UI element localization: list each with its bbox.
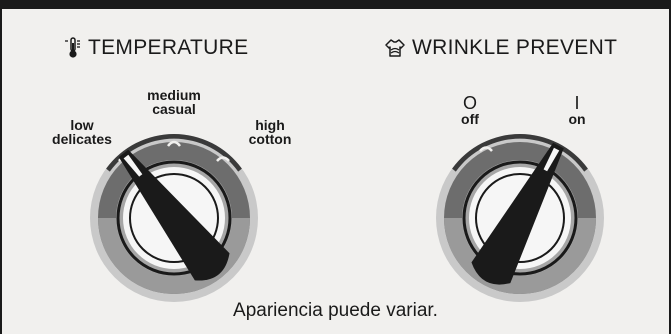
temp-medium-line1: medium [147,87,201,103]
temperature-title: TEMPERATURE [88,36,249,59]
temp-high-line2: cotton [248,131,292,147]
wrinkle-dial[interactable] [436,134,604,302]
temp-option-low: low delicates [44,118,120,146]
wrinkle-option-on: I on [562,94,592,126]
wrinkle-title: WRINKLE PREVENT [412,36,618,59]
off-label: off [461,111,479,127]
shirt-icon [384,38,406,58]
temp-low-line1: low [70,117,94,133]
on-symbol: I [574,93,580,113]
temperature-dial[interactable] [90,134,258,302]
thermometer-icon [64,37,82,59]
wrinkle-header: WRINKLE PREVENT [384,36,617,60]
temp-high-line1: high [255,117,285,133]
on-label: on [568,111,586,127]
off-symbol: O [462,93,477,113]
temperature-header: TEMPERATURE [64,36,248,60]
temperature-knob[interactable] [106,140,235,288]
temp-option-high: high cotton [232,118,308,146]
temp-medium-line2: casual [152,101,196,117]
wrinkle-knob[interactable] [467,135,578,292]
appearance-disclaimer: Apariencia puede variar. [233,300,438,321]
wrinkle-option-off: O off [455,94,485,126]
temp-option-medium: medium casual [136,88,212,116]
temp-low-line2: delicates [52,131,112,147]
